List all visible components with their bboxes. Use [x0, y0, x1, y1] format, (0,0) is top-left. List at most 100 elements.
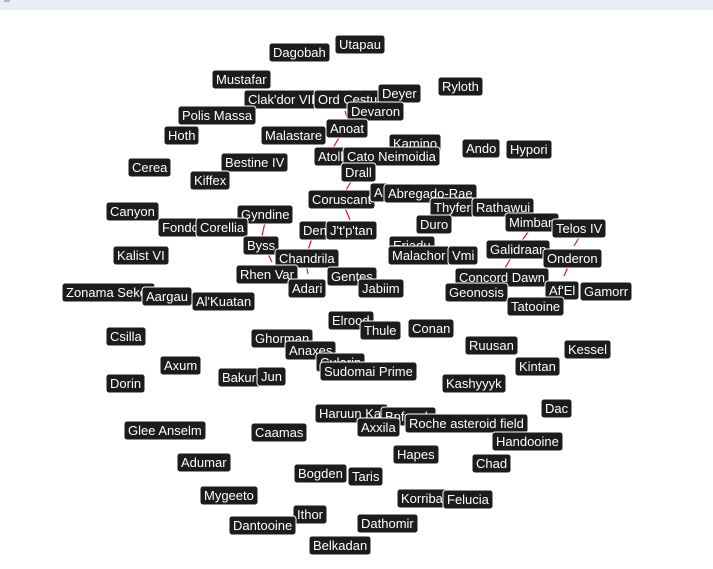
node-felucia[interactable]: Felucia	[442, 489, 494, 510]
node-concord-dawn[interactable]: Concord Dawn	[454, 267, 550, 288]
node-handooine[interactable]: Handooine	[491, 431, 564, 452]
node-onderon[interactable]: Onderon	[542, 248, 603, 269]
node-cerea[interactable]: Cerea	[127, 157, 172, 178]
node-jun[interactable]: Jun	[256, 366, 287, 387]
node-ando[interactable]: Ando	[461, 138, 501, 159]
node-malachor-v[interactable]: Malachor V	[387, 245, 463, 266]
node-box	[292, 504, 328, 525]
node-byss[interactable]: Byss	[242, 235, 280, 256]
node-dantooine[interactable]: Dantooine	[228, 515, 297, 536]
toolbar-marker	[4, 0, 10, 2]
node-j-t-p-tan[interactable]: J't'p'tan	[325, 220, 378, 241]
node-rhen-var[interactable]: Rhen Var	[235, 264, 299, 285]
node-caamas[interactable]: Caamas	[250, 422, 308, 443]
node-label: Dantooine	[233, 518, 292, 533]
node-glee-anselm[interactable]: Glee Anselm	[123, 420, 207, 441]
node-axxila[interactable]: Axxila	[356, 417, 401, 438]
node-hoth[interactable]: Hoth	[163, 125, 200, 146]
node-label: Hoth	[168, 128, 195, 143]
node-devaron[interactable]: Devaron	[346, 101, 405, 122]
node-anoat[interactable]: Anoat	[325, 118, 369, 139]
node-label: Jabiim	[362, 281, 400, 296]
node-label: Kashyyyk	[446, 376, 502, 391]
node-kiffex[interactable]: Kiffex	[189, 170, 231, 191]
node-label: Cato Neimoidia	[347, 149, 437, 164]
node-taris[interactable]: Taris	[347, 466, 384, 487]
node-roche-asteroid-field[interactable]: Roche asteroid field	[404, 413, 529, 434]
node-label: Belkadan	[313, 538, 367, 553]
node-dagobah[interactable]: Dagobah	[268, 42, 331, 63]
node-fondor[interactable]: Fondor	[157, 217, 208, 238]
node-label: Ryloth	[442, 79, 479, 94]
node-label: Rathawui	[476, 200, 530, 215]
node-utapau[interactable]: Utapau	[334, 34, 386, 55]
node-box	[274, 248, 340, 269]
node-label: Csilla	[110, 329, 143, 344]
node-zonama-sekot[interactable]: Zonama Sekot	[61, 282, 156, 303]
node-aargau[interactable]: Aargau	[141, 286, 193, 307]
node-telos-iv[interactable]: Telos IV	[551, 218, 607, 239]
node-sudomai-prime[interactable]: Sudomai Prime	[319, 361, 418, 382]
node-adumar[interactable]: Adumar	[176, 452, 232, 473]
node-cato-neimoidia[interactable]: Cato Neimoidia	[342, 146, 441, 167]
node-kintan[interactable]: Kintan	[514, 356, 561, 377]
node-vmi[interactable]: Vmi	[447, 245, 479, 266]
node-box	[256, 366, 287, 387]
node-coruscant[interactable]: Coruscant	[307, 189, 376, 210]
node-adari[interactable]: Adari	[287, 278, 327, 299]
node-box	[514, 356, 561, 377]
node-chad[interactable]: Chad	[471, 453, 512, 474]
node-box	[444, 282, 509, 303]
node-al-kuatan[interactable]: Al'Kuatan	[191, 291, 256, 312]
node-kessel[interactable]: Kessel	[563, 339, 612, 360]
node-kashyyyk[interactable]: Kashyyyk	[441, 373, 507, 394]
node-gamorr[interactable]: Gamorr	[579, 281, 633, 302]
node-korriban[interactable]: Korriban	[396, 488, 455, 509]
node-gyndine[interactable]: Gyndine	[236, 204, 294, 225]
node-polis-massa[interactable]: Polis Massa	[177, 105, 257, 126]
node-malastare[interactable]: Malastare	[260, 125, 327, 146]
node-label: Deyer	[382, 86, 417, 101]
node-label: Mygeeto	[204, 488, 254, 503]
node-dorin[interactable]: Dorin	[105, 373, 146, 394]
node-rathawui[interactable]: Rathawui	[471, 197, 535, 218]
node-geonosis[interactable]: Geonosis	[444, 282, 509, 303]
node-ithor[interactable]: Ithor	[292, 504, 328, 525]
node-tatooine[interactable]: Tatooine	[506, 296, 565, 317]
node-mimban[interactable]: Mimban	[504, 212, 560, 233]
node-dac[interactable]: Dac	[540, 398, 573, 419]
node-ryloth[interactable]: Ryloth	[437, 76, 484, 97]
node-dathomir[interactable]: Dathomir	[356, 513, 419, 534]
node-box	[540, 398, 573, 419]
node-ruusan[interactable]: Ruusan	[464, 335, 519, 356]
node-duro[interactable]: Duro	[415, 214, 453, 235]
node-axum[interactable]: Axum	[159, 355, 202, 376]
node-galidraan[interactable]: Galidraan	[485, 239, 551, 260]
node-box	[308, 535, 372, 556]
node-label: Geonosis	[449, 285, 504, 300]
node-jabiim[interactable]: Jabiim	[357, 278, 405, 299]
node-mygeeto[interactable]: Mygeeto	[199, 485, 259, 506]
node-box	[235, 264, 299, 285]
node-bogden[interactable]: Bogden	[293, 463, 348, 484]
node-hypori[interactable]: Hypori	[505, 139, 553, 160]
node-drall[interactable]: Drall	[340, 162, 377, 183]
node-bestine-iv[interactable]: Bestine IV	[220, 152, 289, 173]
node-label: Mustafar	[216, 72, 267, 87]
node-kalist-vi[interactable]: Kalist VI	[112, 245, 170, 266]
node-clak-dor-vii[interactable]: Clak'dor VII	[243, 89, 320, 110]
node-belkadan[interactable]: Belkadan	[308, 535, 372, 556]
node-label: Aargau	[146, 289, 188, 304]
node-label: Ando	[466, 141, 496, 156]
node-csilla[interactable]: Csilla	[105, 326, 147, 347]
node-mustafar[interactable]: Mustafar	[211, 69, 272, 90]
node-canyon[interactable]: Canyon	[105, 201, 160, 222]
node-label: Onderon	[547, 251, 598, 266]
node-corellia[interactable]: Corellia	[195, 217, 249, 238]
node-thule[interactable]: Thule	[359, 320, 402, 341]
node-chandrila[interactable]: Chandrila	[274, 248, 340, 269]
node-deyer[interactable]: Deyer	[377, 83, 422, 104]
node-conan[interactable]: Conan	[407, 318, 455, 339]
node-hapes[interactable]: Hapes	[392, 444, 440, 465]
